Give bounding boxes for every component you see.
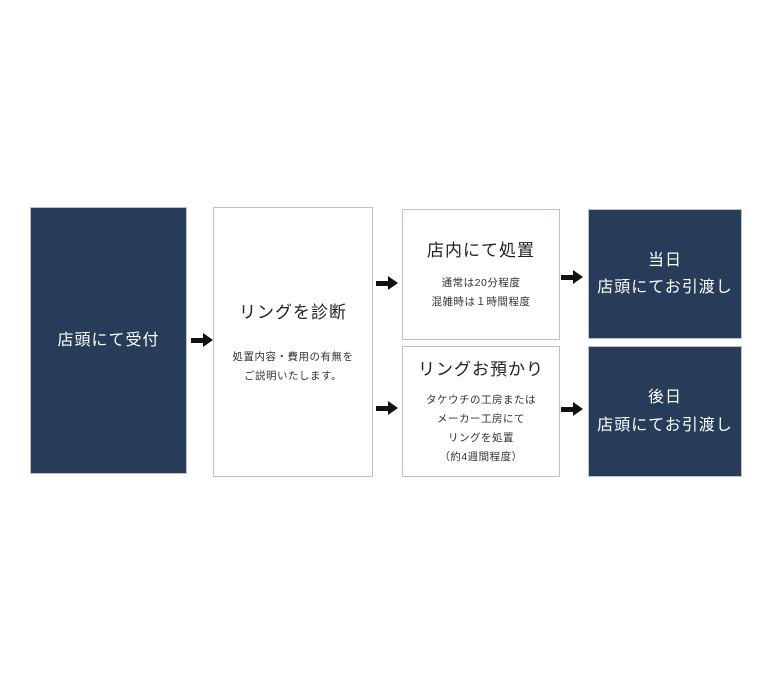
node-same-day-handover-title: 当日 店頭にてお引渡し <box>597 251 733 296</box>
node-store-reception: 店頭にて受付 <box>30 207 187 474</box>
right-arrow-icon <box>561 402 583 416</box>
node-in-store-treatment-description: 通常は20分程度 混雑時は１時間程度 <box>431 277 531 309</box>
right-arrow-icon <box>561 270 583 284</box>
node-ring-deposit-description: タケウチの工房または メーカー工房にて リングを処置 （約4週間程度） <box>426 394 536 463</box>
right-arrow-tail <box>561 406 573 412</box>
right-arrow-tail <box>376 280 388 286</box>
right-arrow-icon <box>376 401 398 415</box>
right-arrow-icon <box>191 333 213 347</box>
node-ring-deposit-title: リングお預かり <box>418 360 544 380</box>
right-arrow-tail <box>376 405 388 411</box>
right-arrow-head <box>573 402 583 416</box>
right-arrow-tail <box>561 274 573 280</box>
node-ring-diagnosis: リングを診断 処置内容・費用の有無を ご説明いたします。 <box>213 207 373 477</box>
right-arrow-head <box>388 401 398 415</box>
right-arrow-icon <box>376 276 398 290</box>
right-arrow-head <box>573 270 583 284</box>
node-in-store-treatment-title: 店内にて処置 <box>427 241 535 261</box>
node-ring-diagnosis-description: 処置内容・費用の有無を ご説明いたします。 <box>232 350 354 382</box>
node-later-day-handover-title: 後日 店頭にてお引渡し <box>597 389 733 434</box>
node-ring-deposit: リングお預かり タケウチの工房または メーカー工房にて リングを処置 （約4週間… <box>402 346 560 477</box>
node-store-reception-title: 店頭にて受付 <box>57 331 160 349</box>
right-arrow-tail <box>191 337 203 343</box>
node-ring-diagnosis-title: リングを診断 <box>239 302 347 322</box>
right-arrow-head <box>388 276 398 290</box>
node-later-day-handover: 後日 店頭にてお引渡し <box>588 346 742 477</box>
node-in-store-treatment: 店内にて処置 通常は20分程度 混雑時は１時間程度 <box>402 209 560 340</box>
right-arrow-head <box>203 333 213 347</box>
node-same-day-handover: 当日 店頭にてお引渡し <box>588 209 742 339</box>
